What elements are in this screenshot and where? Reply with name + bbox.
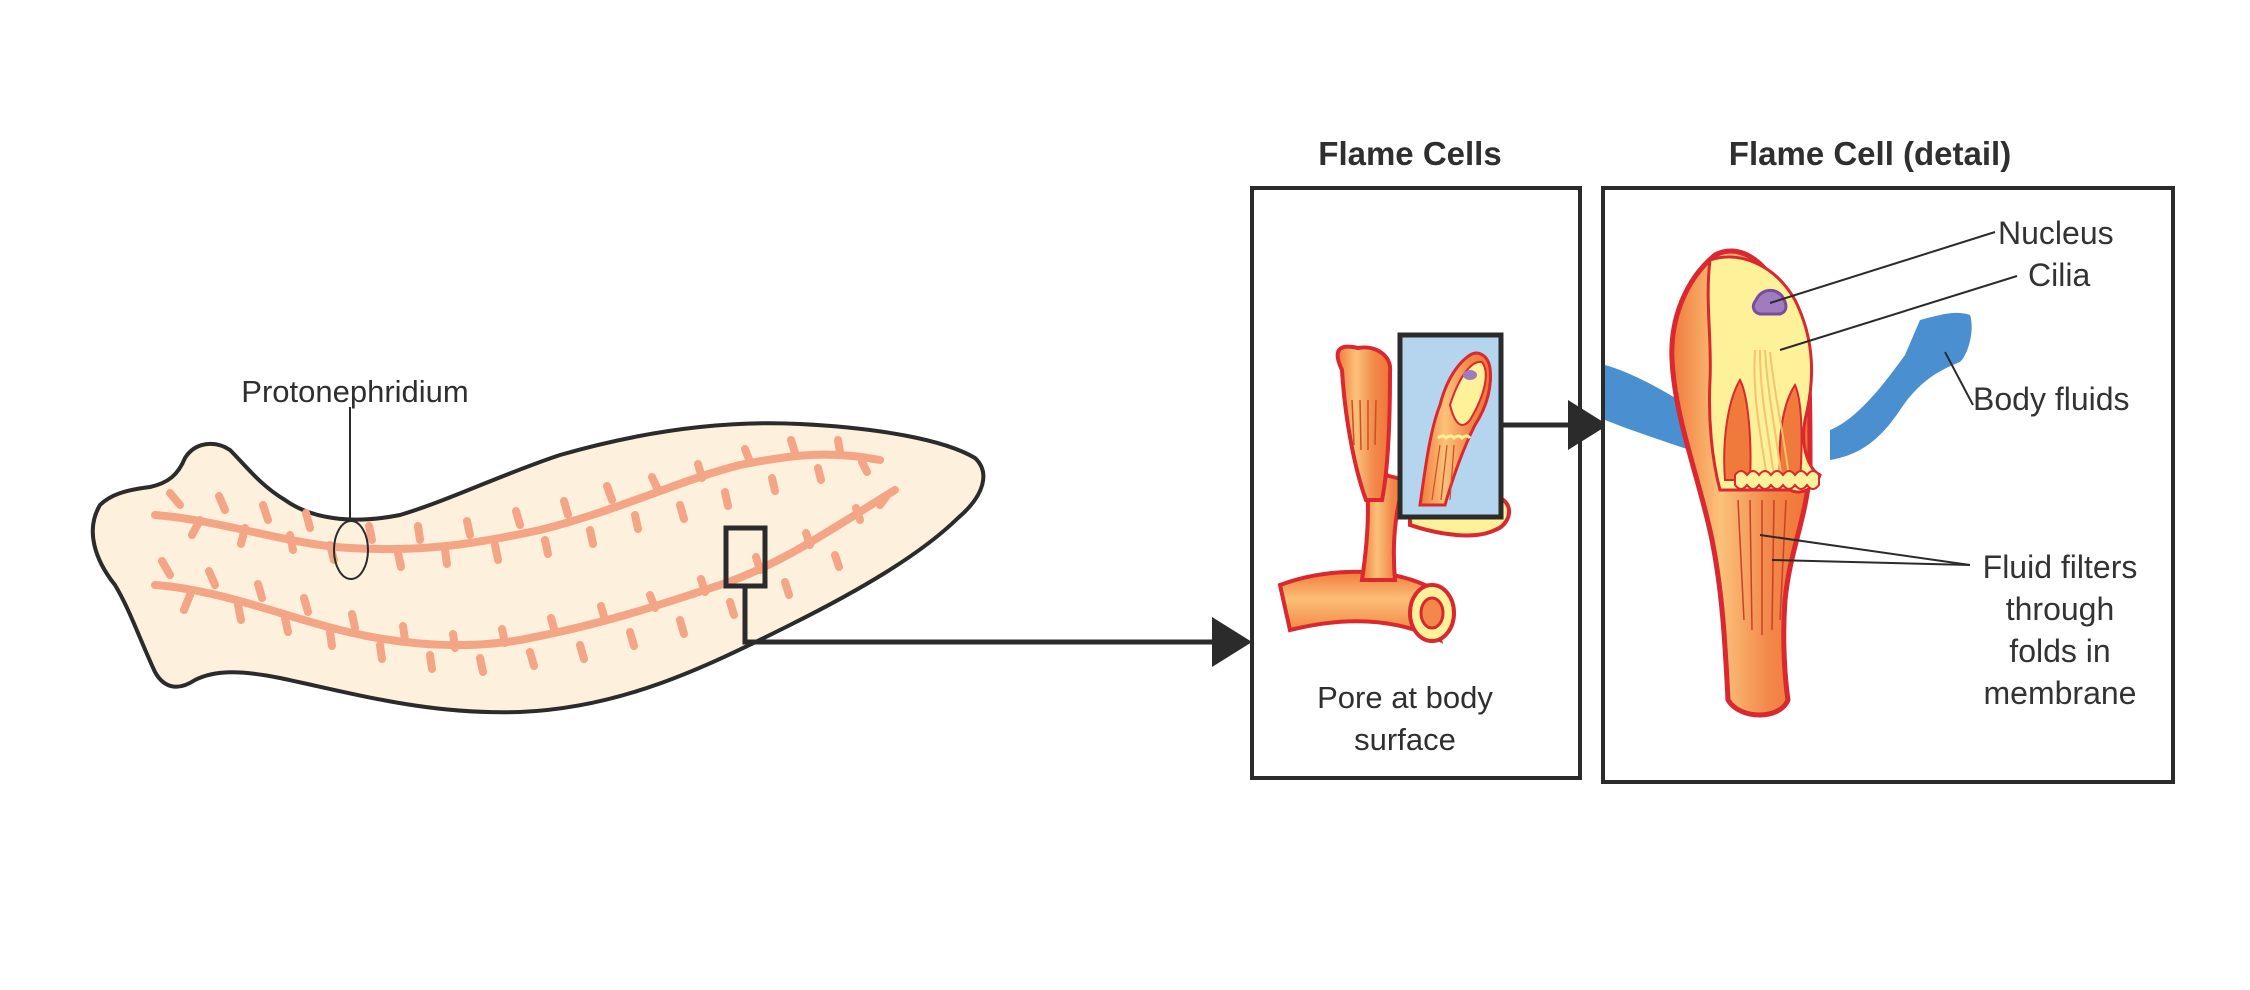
worm-body [90,421,986,715]
fluid-filters-label-line-2: through [2006,591,2115,627]
body-fluid-right [1830,312,1972,460]
membrane-fold-ring [1734,470,1820,490]
upper-tubule [151,436,884,571]
body-fluids-leader-line [1944,351,1974,406]
flame-cell-detail-title: Flame Cell (detail) [1729,135,2011,172]
worm-to-flame-cells-arrow [742,586,1252,667]
flame-cell-inset-illustration [1418,351,1492,507]
lower-tubule [151,486,899,676]
fluid-filters-label-line-4: membrane [1984,675,2137,711]
nucleus [1751,289,1788,316]
protonephridium-label: Protonephridium [241,374,468,409]
nucleus-leader-line [1769,231,1996,304]
fluid-filters-label-line-1: Fluid filters [1983,549,2138,585]
nucleus-label: Nucleus [1998,215,2114,251]
pore-caption-line-2: surface [1354,722,1456,757]
fluid-filters-leader-line-2 [1771,559,1971,566]
body-fluids-label: Body fluids [1973,381,2130,417]
fluid-filters-leader-line-1 [1759,534,1971,566]
flatworm: Protonephridium [90,374,986,715]
flame-cells-title: Flame Cells [1318,135,1501,172]
flame-cell-detail-panel: Flame Cell (detail) [1601,135,2175,784]
flame-cells-panel: Flame Cells Pore at bod [1250,135,1608,780]
cilia-label: Cilia [2028,257,2090,293]
fluid-filters-label-line-3: folds in [2009,633,2110,669]
cilia-leader-line [1779,275,2018,351]
pore-caption-line-1: Pore at body [1317,680,1493,715]
